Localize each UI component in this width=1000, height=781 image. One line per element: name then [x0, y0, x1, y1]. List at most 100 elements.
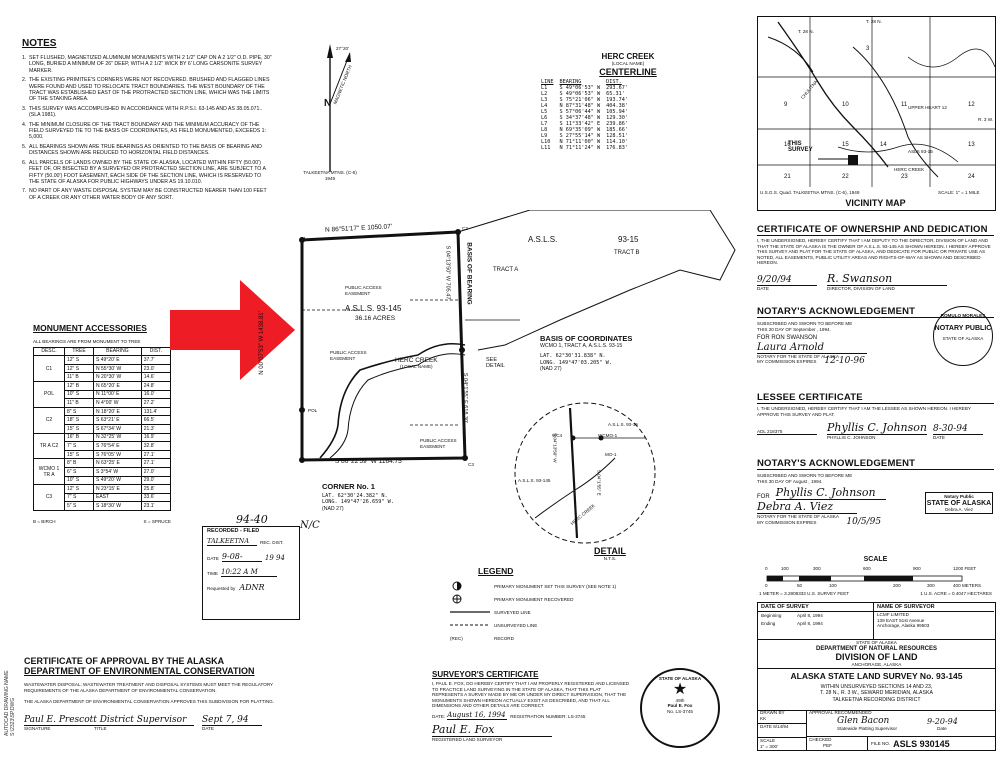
title-l2: T. 28 N., R. 3 W., SEWARD MERIDIAN, ALAS…	[820, 690, 933, 697]
vicinity-section-number: 9	[784, 102, 788, 108]
recorded-time-label: TIME	[207, 571, 218, 576]
dec-certificate: CERTIFICATE OF APPROVAL BY THE ALASKA DE…	[24, 656, 276, 731]
record-number: 94-40	[236, 513, 268, 526]
drawn-label: DRAWN BY	[760, 710, 785, 715]
plat-south-line: S 86°22'59" W 1164.75'	[335, 458, 403, 465]
state-l1: STATE OF ALASKA	[856, 640, 897, 645]
centerline-col-header: DIST.	[606, 78, 622, 85]
detail-asls: A.S.L.S. 93-145	[518, 478, 551, 483]
title-l3: TALKEETNA RECORDING DISTRICT	[832, 696, 921, 703]
drawn-date-label: DATE	[760, 724, 772, 729]
monument-cell: 27.2'	[140, 398, 172, 408]
notary-2: NOTARY'S ACKNOWLEDGEMENT SUBSCRIBED AND …	[757, 458, 994, 526]
monument-cell: 14.6'	[140, 372, 172, 382]
plat-asls-right: A.S.L.S.	[528, 235, 558, 244]
centerline-cell: 185.66'	[606, 126, 628, 133]
approval-date-label: Date	[937, 725, 947, 731]
lessee-signature: Phyllis C. Johnson	[827, 421, 927, 436]
notary-1-title: NOTARY'S ACKNOWLEDGEMENT	[757, 306, 994, 318]
plat-creek: HERC CREEK (LOCAL NAME)	[395, 357, 438, 369]
centerline-cell: L10	[541, 138, 551, 145]
recorded-rec-dist: REC. DIST.	[260, 540, 284, 545]
state-l4: ANCHORAGE, ALASKA	[851, 661, 902, 667]
file-label: FILE NO.	[871, 740, 891, 746]
notary-2-l2: THIS 30 DAY OF August , 1994.	[757, 478, 823, 484]
centerline-cell: S 49°06'53" W	[559, 90, 601, 97]
legend-item: UNSURVEYED LINE	[450, 619, 650, 632]
centerline-cell: S 27°55'14" W	[559, 132, 601, 139]
monument-cell: N 4°00' W	[93, 398, 142, 408]
note-text: ALL PARCELS OF LANDS OWNED BY THE STATE …	[29, 159, 266, 185]
monument-cell: 21.3'	[140, 423, 172, 434]
note-text: ALL BEARINGS SHOWN ARE TRUE BEARINGS AS …	[29, 143, 262, 157]
notary-2-stamp: Notary Public STATE OF ALASKA Debra A. V…	[925, 492, 993, 515]
centerline-cell: 176.83'	[606, 144, 628, 151]
recorded-time-value: 10:22 A M	[220, 568, 277, 577]
monument-cell: 29.0'	[140, 475, 172, 486]
title-main: ALASKA STATE LAND SURVEY No. 93-145	[790, 671, 963, 681]
surveyor-signature: Paul E. Fox	[432, 723, 552, 737]
scale-m-label: 400 METERS	[953, 583, 982, 588]
legend-item: (REC)RECORD	[450, 632, 650, 645]
seal-star-icon: ★	[672, 680, 688, 698]
basis-lat: LAT. 62°30'31.838" N.	[540, 353, 606, 360]
basis-nad: (NAD 27)	[540, 366, 562, 373]
centerline-cell: N 69°35'09" W	[559, 126, 601, 133]
monument-cell: 16.9'	[140, 432, 172, 443]
recorded-req-label: Requested by	[207, 586, 236, 591]
note-number: 2.	[22, 77, 27, 84]
corner-title: CORNER No. 1	[322, 482, 375, 491]
monument-cell: S 49°20' W	[93, 475, 142, 486]
monument-cell: EAST	[93, 492, 142, 503]
notary-1-public: NOTARY FOR THE STATE OF ALASKA	[757, 353, 839, 359]
centerline-cell: L2	[541, 90, 548, 97]
scale-m-label: 0	[765, 583, 768, 588]
vicinity-scale: SCALE: 1" = 1 MILE	[938, 190, 980, 195]
title-l1: WITHIN UNSURVEYED SECTIONS 14 AND 23,	[820, 684, 933, 690]
monument-cell: N 20°30' W	[93, 372, 142, 382]
note-number: 5.	[22, 143, 27, 150]
vicinity-section-number: 24	[968, 174, 975, 180]
monument-cell: N 32°25' W	[93, 432, 142, 443]
plat-see-detail: SEE DETAIL	[486, 357, 505, 369]
detail-wc: WC4	[552, 433, 563, 438]
centerline-cell: S 49°06'53" W	[559, 84, 601, 91]
corner-long: LONG. 149°47'26.659" W.	[322, 499, 394, 506]
vicinity-creek: HERC CREEK	[894, 167, 925, 172]
vicinity-t28-top: T. 28 N.	[866, 19, 882, 24]
monument-desc: WCMO 1 TR A	[33, 458, 65, 486]
monument-cell: 10" S	[63, 475, 95, 486]
basis-line1: WCMO 1, TRACT A, A.S.L.S. 93-15	[540, 343, 623, 349]
ownership-signature: R. Swanson	[827, 272, 947, 286]
centerline-cell: 129.30'	[606, 114, 628, 121]
recorded-req-value: ADNR	[239, 582, 265, 592]
plat-asls-main: A.S.L.S. 93-145	[345, 304, 402, 313]
scale-m-label: 100	[829, 583, 837, 588]
centerline-cell: 293.67'	[606, 84, 628, 91]
lessee-title: LESSEE CERTIFICATE	[757, 392, 994, 404]
legend-monument-recovered-icon	[450, 591, 494, 609]
monument-cell: 33.6'	[140, 492, 172, 503]
note-text: NO PART OF ANY WASTE DISPOSAL SYSTEM MAY…	[29, 188, 267, 201]
scale-ft-label: 100	[781, 566, 789, 571]
monument-cell: S 49°20' E	[93, 355, 142, 365]
centerline-cell: 193.74'	[606, 96, 628, 103]
monument-cell: 12" S	[63, 355, 95, 365]
monument-cell: N 55°30' W	[93, 363, 142, 374]
drawn-value: KK	[760, 715, 767, 721]
ownership-date: 9/20/94	[757, 275, 817, 286]
centerline-col-header: LINE	[541, 78, 554, 85]
legend-label: RECORD	[494, 635, 514, 641]
scale-ft-label: 300	[813, 566, 821, 571]
centerline-cell: N 71°11'00" W	[559, 138, 601, 145]
notary-1-l1: SUBSCRIBED AND SWORN TO BEFORE ME	[757, 321, 853, 326]
survey-end-label: Ending	[761, 620, 776, 626]
